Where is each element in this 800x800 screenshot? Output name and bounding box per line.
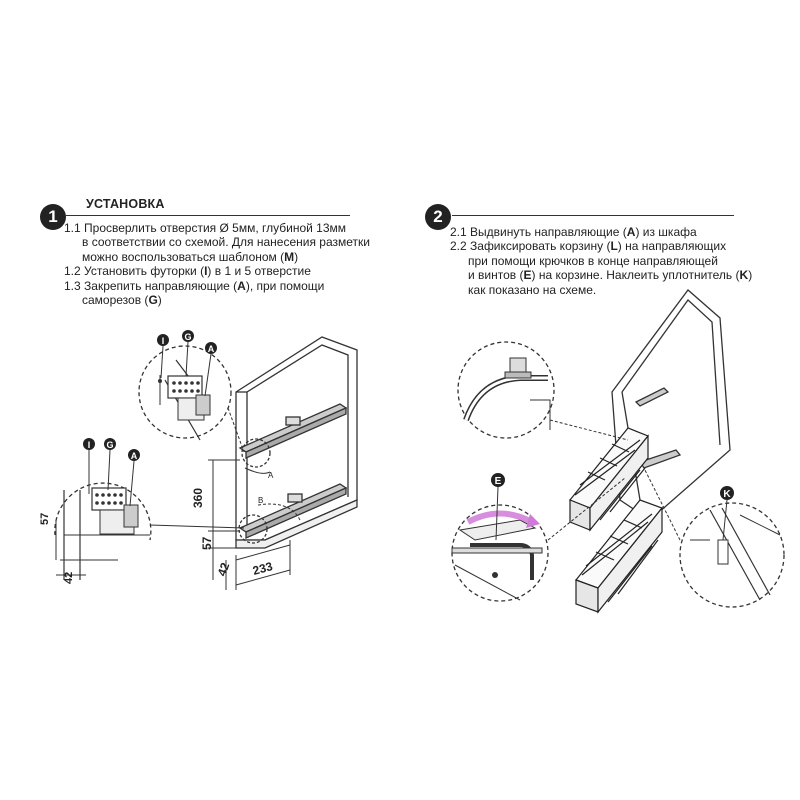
step-1-line-4: 1.2 Установить футорки (I) в 1 и 5 отвер…	[64, 264, 311, 279]
callout-g-upper: G	[182, 330, 194, 377]
step-1-line-3: можно воспользоваться шаблоном (M)	[82, 249, 299, 264]
dimension-360: 360	[191, 488, 205, 508]
step-1-rule	[66, 215, 350, 216]
svg-text:K: K	[723, 489, 731, 500]
step-2-line-4: и винтов (E) на корзине. Наклеить уплотн…	[468, 268, 753, 283]
callout-a-lower: A	[128, 449, 140, 507]
callout-k: K	[720, 486, 734, 541]
step-2-line-1: 2.1 Выдвинуть направляющие (A) из шкафа	[450, 225, 697, 239]
step-1-dimensions	[208, 459, 301, 590]
step-2-cabinet	[611, 289, 731, 521]
svg-text:G: G	[106, 440, 113, 450]
step-1-detail-upper	[138, 345, 245, 453]
svg-text:A: A	[131, 451, 138, 461]
step-1-line-1: 1.1 Просверлить отверстия Ø 5мм, глубино…	[64, 221, 346, 235]
dimension-57-detail: 57	[39, 513, 51, 525]
step-1-detail-lower	[54, 482, 245, 580]
step-2-rule	[452, 215, 734, 216]
svg-text:I: I	[88, 440, 91, 450]
step-2-badge: 2	[425, 204, 451, 230]
dimension-233: 233	[251, 559, 274, 578]
step-1-cabinet	[235, 336, 358, 549]
dimension-42-detail: 42	[63, 572, 75, 584]
svg-text:E: E	[495, 476, 502, 487]
step-1-line-6: саморезов (G)	[82, 293, 162, 308]
svg-text:I: I	[162, 336, 165, 346]
step-2-line-6: как показано на схеме.	[468, 282, 597, 297]
step-1-line-5: 1.3 Закрепить направляющие (A), при помо…	[64, 278, 325, 293]
callout-i-upper: I	[157, 334, 169, 379]
step-2-instructions: 2.1 Выдвинуть направляющие (A) из шкафа …	[450, 225, 752, 297]
step-1-title: УСТАНОВКА	[86, 197, 165, 211]
basket-lower	[575, 499, 663, 614]
callout-i-lower: I	[83, 438, 95, 494]
step-1-line-2: в соответствии со схемой. Для нанесения …	[82, 235, 370, 250]
step-2-detail-seal	[644, 469, 785, 608]
svg-text:G: G	[184, 332, 191, 342]
svg-text:A: A	[208, 344, 215, 354]
step-2-line-3: при помощи крючков в конце направляющей	[468, 253, 718, 268]
step-1-instructions: 1.1 Просверлить отверстия Ø 5мм, глубино…	[64, 221, 370, 307]
step-2-detail-hook	[457, 341, 629, 441]
step-2-line-2: 2.2 Зафиксировать корзину (L) на направл…	[450, 239, 727, 254]
step-2-detail-screw	[451, 477, 626, 602]
callout-a-upper: A	[204, 342, 217, 397]
label-b-small: B	[258, 496, 263, 505]
label-a-small: A	[268, 471, 274, 480]
step-1-badge: 1	[40, 204, 66, 230]
callout-g-lower: G	[104, 438, 116, 491]
dimension-57: 57	[200, 536, 214, 550]
callout-e: E	[491, 473, 505, 541]
dimension-42: 42	[215, 560, 233, 578]
